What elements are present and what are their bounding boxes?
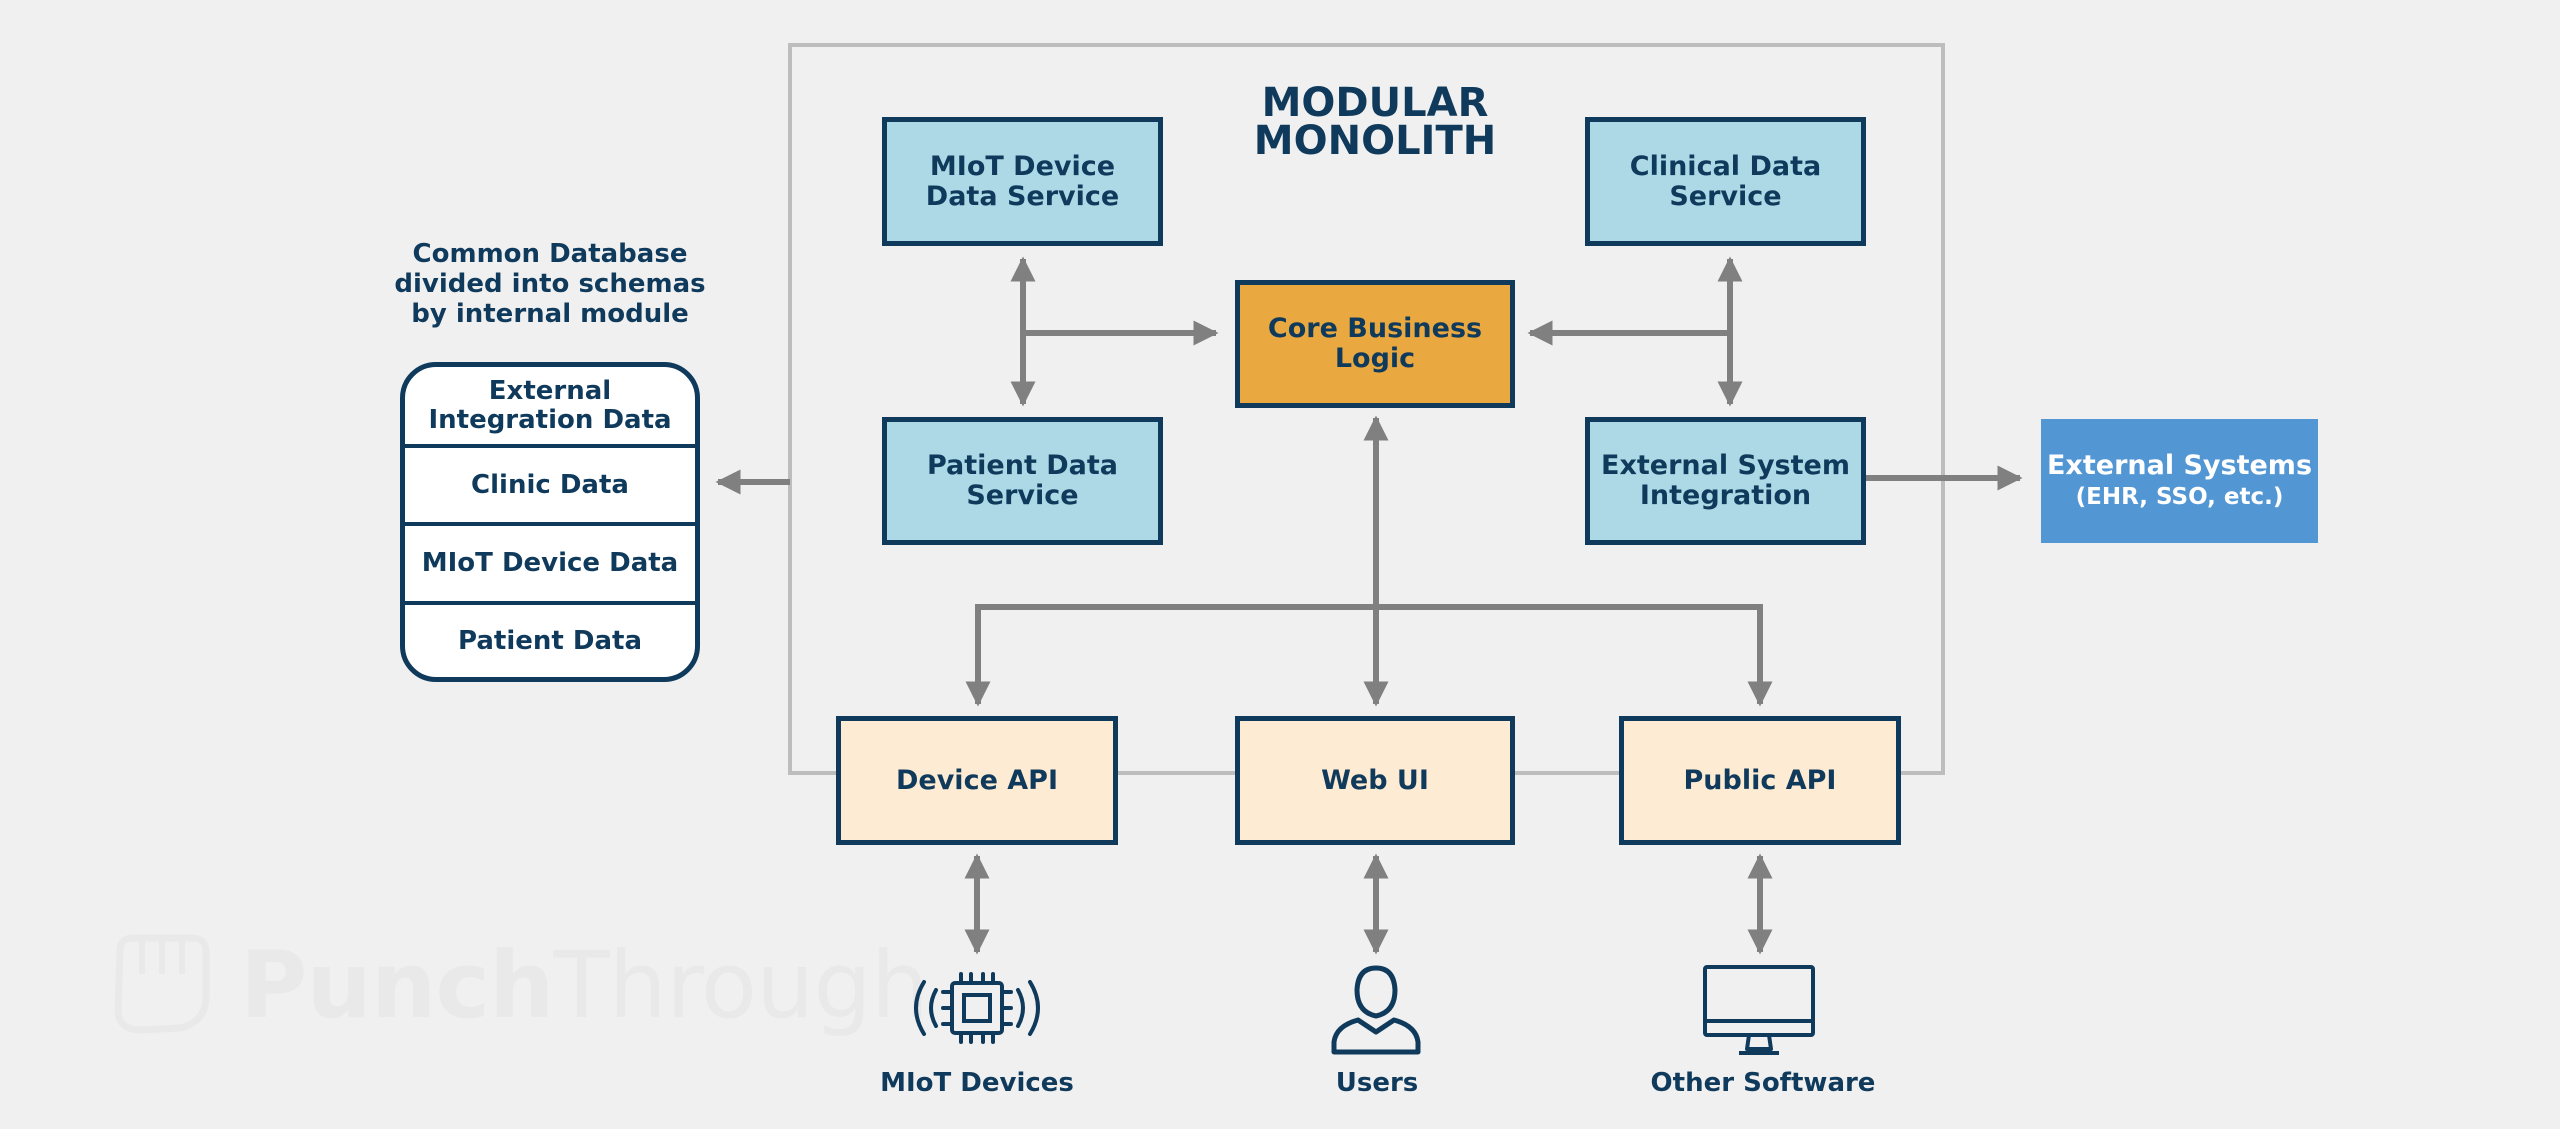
monolith-frame	[788, 43, 1945, 775]
device-api[interactable]: Device API	[836, 716, 1118, 845]
watermark-light: Through	[553, 931, 929, 1039]
clinical-data-service[interactable]: Clinical Data Service	[1585, 117, 1866, 246]
monolith-title: MODULAR MONOLITH	[1253, 80, 1497, 164]
database-caption: Common Database divided into schemas by …	[394, 239, 706, 329]
schema-clinic-data: Clinic Data	[405, 444, 695, 522]
external-systems[interactable]: External Systems (EHR, SSO, etc.)	[2041, 419, 2318, 543]
connector-api-bus	[965, 604, 1773, 707]
external-systems-sublabel: (EHR, SSO, etc.)	[2075, 484, 2284, 510]
external-systems-label: External Systems	[2046, 450, 2313, 481]
miot-device-data-service[interactable]: MIoT Device Data Service	[882, 117, 1163, 246]
web-ui[interactable]: Web UI	[1235, 716, 1515, 845]
monitor-icon	[1703, 965, 1815, 1055]
miot-devices-label: MIoT Devices	[880, 1068, 1074, 1098]
common-database[interactable]: External Integration Data Clinic Data MI…	[400, 362, 700, 682]
watermark: PunchThrough	[100, 925, 929, 1045]
chip-wireless-icon	[914, 972, 1040, 1044]
users-label: Users	[1335, 1068, 1419, 1098]
fist-logo-icon	[114, 934, 210, 1034]
other-software-label: Other Software	[1650, 1068, 1876, 1098]
patient-data-service[interactable]: Patient Data Service	[882, 417, 1163, 545]
user-icon	[1331, 965, 1421, 1055]
schema-miot-device-data: MIoT Device Data	[405, 522, 695, 601]
public-api[interactable]: Public API	[1619, 716, 1901, 845]
external-system-integration[interactable]: External System Integration	[1585, 417, 1866, 545]
watermark-text: PunchThrough	[240, 931, 929, 1039]
schema-external-integration-data: External Integration Data	[428, 375, 672, 435]
schema-patient-data: Patient Data	[405, 601, 695, 677]
core-business-logic[interactable]: Core Business Logic	[1235, 280, 1515, 408]
watermark-bold: Punch	[240, 931, 554, 1039]
